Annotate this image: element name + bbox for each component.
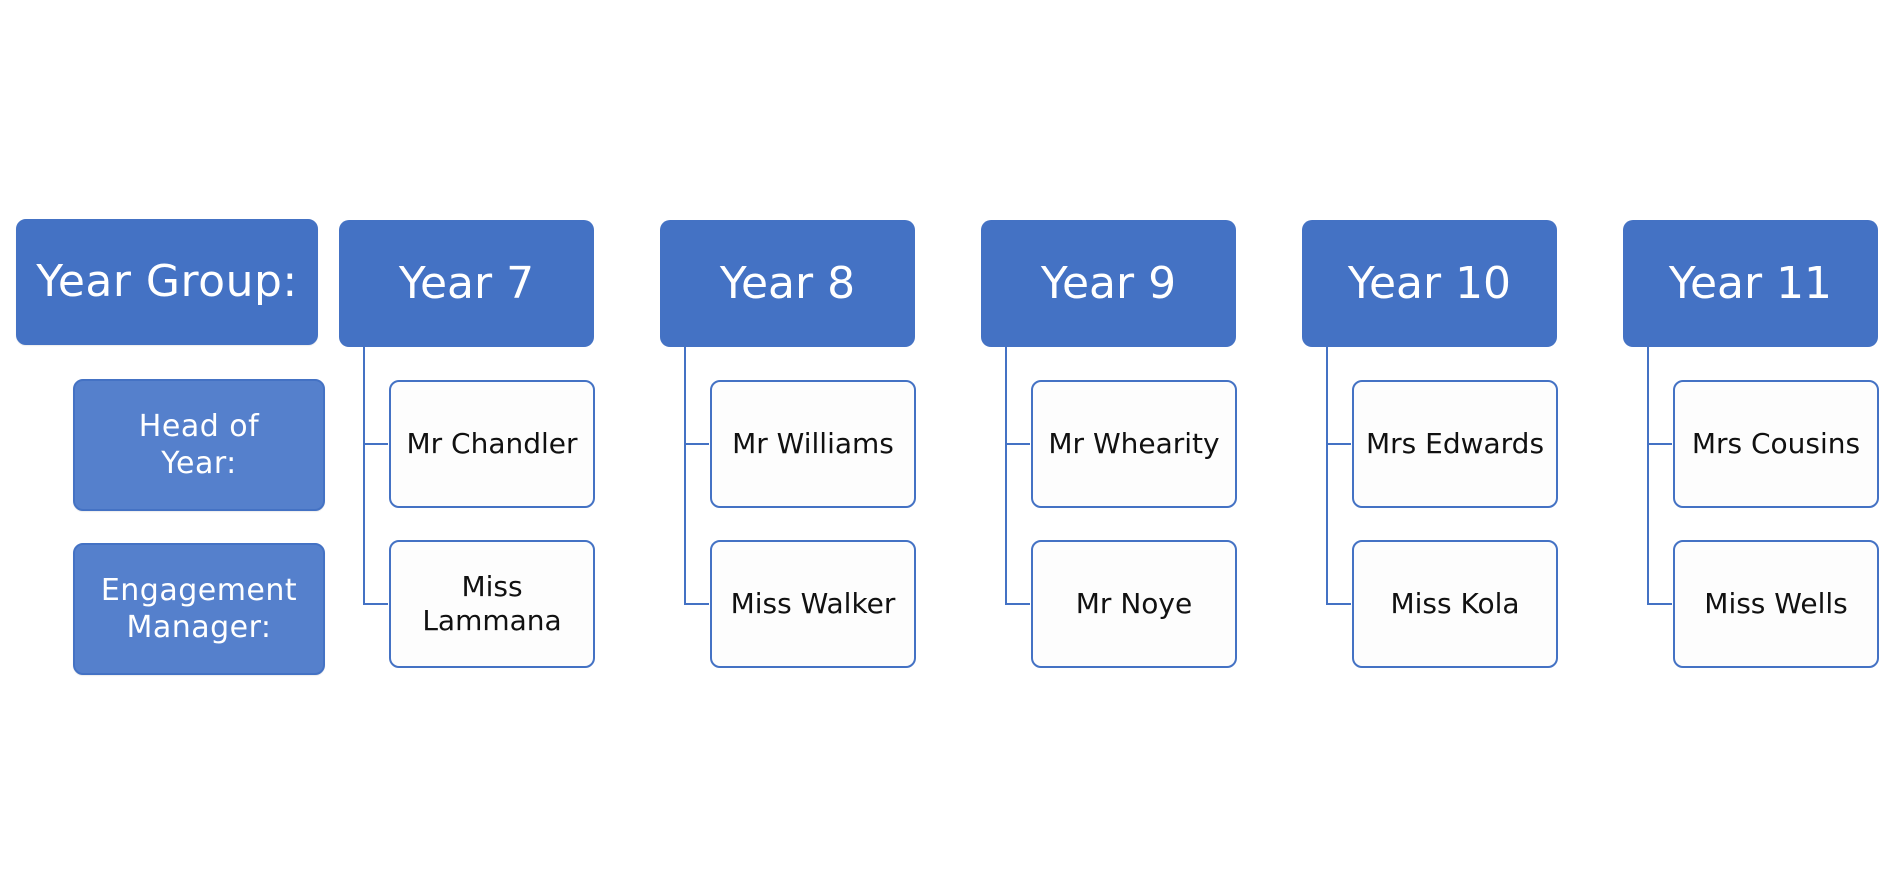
year-group-label: Year Group: [16,219,318,345]
engagement-manager-10-box: Miss Kola [1352,540,1558,668]
year-7-head-connector [363,443,388,445]
engagement-manager-11-box: Miss Wells [1673,540,1879,668]
year-header-7: Year 7 [339,220,594,347]
year-11-connector [1647,347,1649,605]
year-8-head-connector [684,443,709,445]
year-8-connector [684,347,686,605]
year-header-8: Year 8 [660,220,915,347]
year-10-head-connector [1326,443,1351,445]
head-of-year-11-box: Mrs Cousins [1673,380,1879,508]
year-header-9: Year 9 [981,220,1236,347]
year-7-connector [363,347,365,605]
year-11-head-connector [1647,443,1672,445]
year-header-10: Year 10 [1302,220,1557,347]
year-11-engagement-connector [1647,603,1672,605]
head-of-year-8-box: Mr Williams [710,380,916,508]
engagement-manager-7-box: Miss Lammana [389,540,595,668]
year-10-connector [1326,347,1328,605]
head-of-year-7-box: Mr Chandler [389,380,595,508]
year-8-engagement-connector [684,603,709,605]
head-of-year-label: Head of Year: [73,379,325,511]
engagement-manager-label: Engagement Manager: [73,543,325,675]
year-9-head-connector [1005,443,1030,445]
year-9-connector [1005,347,1007,605]
head-of-year-10-box: Mrs Edwards [1352,380,1558,508]
year-7-engagement-connector [363,603,388,605]
year-9-engagement-connector [1005,603,1030,605]
year-10-engagement-connector [1326,603,1351,605]
year-header-11: Year 11 [1623,220,1878,347]
engagement-manager-8-box: Miss Walker [710,540,916,668]
engagement-manager-9-box: Mr Noye [1031,540,1237,668]
head-of-year-9-box: Mr Whearity [1031,380,1237,508]
